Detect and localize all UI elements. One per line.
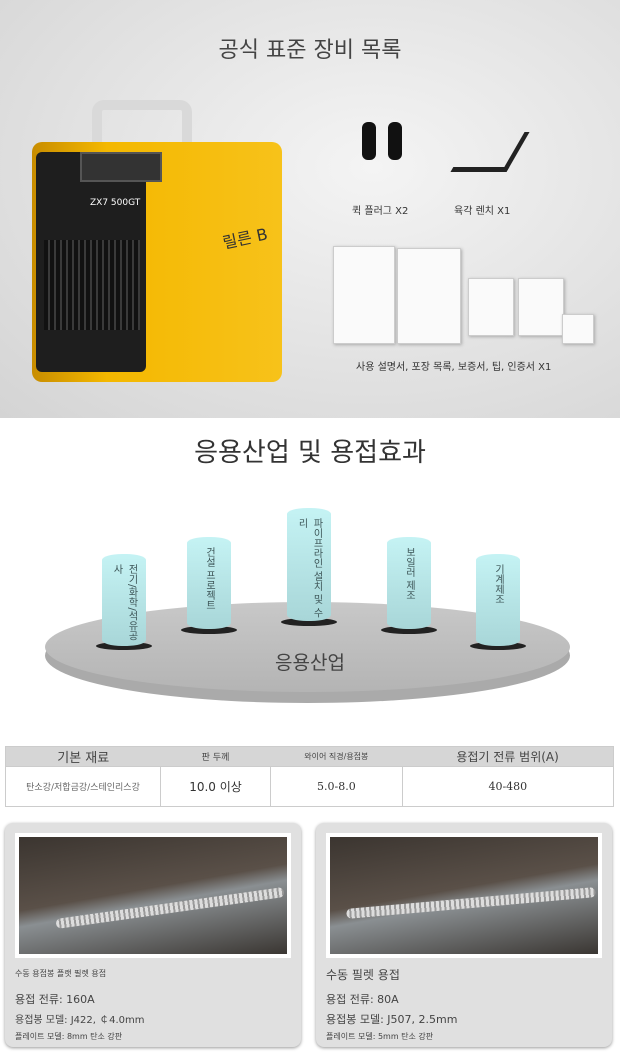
table-row: 탄소강/저합금강/스테인리스강 10.0 이상 5.0-8.0 40-480 xyxy=(5,766,614,807)
table-header-row: 기본 재료 판 두께 와이어 직경/용접봉 용접기 전류 범위(A) xyxy=(5,746,614,767)
display-panel xyxy=(80,152,162,182)
industry-pillar: 건설 프로젝트 xyxy=(187,537,231,629)
accessory-label: 퀵 플러그 X2 xyxy=(352,206,409,217)
manual-image xyxy=(333,246,395,344)
packing-list-image xyxy=(397,248,461,344)
quick-plug-image xyxy=(388,122,402,160)
quick-plug-image xyxy=(362,122,376,160)
industry-title: 응용산업 및 용접효과 xyxy=(194,438,426,468)
weld-sample-card: 수동 용접봉 플랫 필렛 용접 용접 전류: 160A 용접봉 모델: J422… xyxy=(5,823,301,1047)
warranty-image xyxy=(468,278,514,336)
industry-pillar: 파이프라인 설치 및 수리 xyxy=(287,508,331,621)
industry-center-label: 응용산업 xyxy=(275,652,345,674)
industry-pillar: 보일러 제조 xyxy=(387,537,431,629)
accessory-label: 사용 설명서, 포장 목록, 보증서, 팁, 인증서 X1 xyxy=(356,362,552,373)
industry-pillar: 전기/화학/석유공사 xyxy=(102,554,146,646)
equipment-section: 공식 표준 장비 목록 ZX7 500GT 릴른 B 퀵 플러그 X2 육각 렌… xyxy=(0,0,620,418)
hex-wrench-image xyxy=(450,132,530,172)
welder-image: ZX7 500GT 릴른 B xyxy=(32,100,284,390)
equipment-title: 공식 표준 장비 목록 xyxy=(218,38,402,63)
machine-model: ZX7 500GT xyxy=(90,198,141,208)
weld-photo xyxy=(15,833,291,958)
weld-sample-card: 수동 필렛 용접 용접 전류: 80A 용접봉 모델: J507, 2.5mm … xyxy=(316,823,612,1047)
accessory-label: 육각 렌치 X1 xyxy=(454,206,511,217)
tip-image xyxy=(518,278,564,336)
certificate-image xyxy=(562,314,594,344)
industry-pillar: 기계제조 xyxy=(476,554,520,646)
spec-table: 기본 재료 판 두께 와이어 직경/용접봉 용접기 전류 범위(A) 탄소강/저… xyxy=(5,746,614,807)
handle xyxy=(92,100,192,150)
weld-photo xyxy=(326,833,602,958)
